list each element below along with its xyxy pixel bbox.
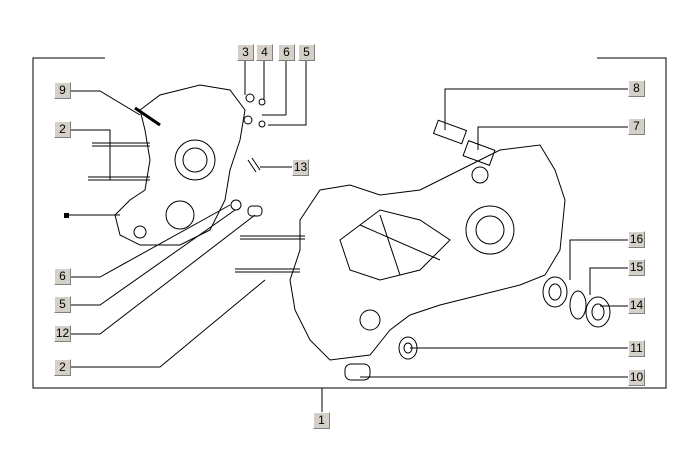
callout-2-lower[interactable]: 2 xyxy=(54,359,71,376)
callout-8[interactable]: 8 xyxy=(628,80,645,97)
callout-1[interactable]: 1 xyxy=(313,412,330,429)
assembly-frame xyxy=(32,57,667,389)
callout-10[interactable]: 10 xyxy=(628,369,645,386)
callout-13[interactable]: 13 xyxy=(292,159,309,176)
left-cover xyxy=(114,84,246,246)
callout-15[interactable]: 15 xyxy=(628,259,645,276)
main-crankcase xyxy=(289,144,566,361)
callout-9[interactable]: 9 xyxy=(54,82,71,99)
callout-11[interactable]: 11 xyxy=(628,340,645,357)
callout-5-left[interactable]: 5 xyxy=(54,296,71,313)
callout-4[interactable]: 4 xyxy=(256,44,273,61)
callout-3[interactable]: 3 xyxy=(237,44,254,61)
callout-6-left[interactable]: 6 xyxy=(54,268,71,285)
callout-2[interactable]: 2 xyxy=(54,121,71,138)
callout-14[interactable]: 14 xyxy=(628,297,645,314)
callout-6[interactable]: 6 xyxy=(278,44,295,61)
callout-12[interactable]: 12 xyxy=(54,325,71,342)
callout-7[interactable]: 7 xyxy=(628,118,645,135)
callout-5[interactable]: 5 xyxy=(298,44,315,61)
bullet-marker xyxy=(64,213,69,218)
callout-16[interactable]: 16 xyxy=(628,231,645,248)
